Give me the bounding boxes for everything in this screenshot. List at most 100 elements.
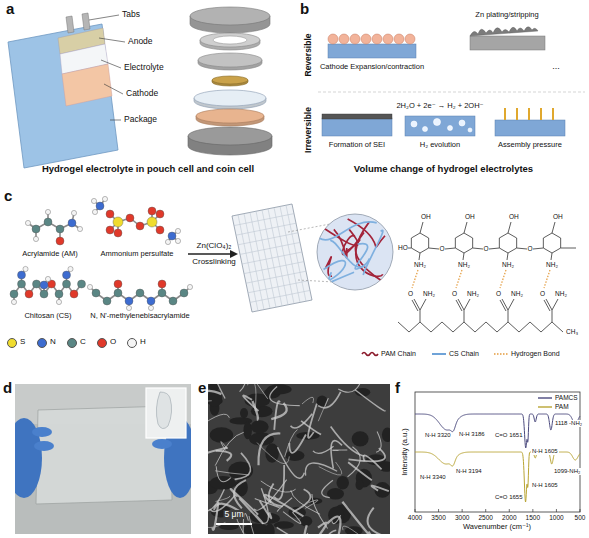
atom <box>136 222 144 230</box>
atom-group: CH₃ <box>566 328 578 335</box>
sem-strand <box>293 489 311 512</box>
bond <box>464 222 467 233</box>
sem-strand <box>372 486 389 492</box>
legend-label: PAMCS <box>555 394 578 401</box>
atom <box>169 297 177 305</box>
legend-label: N <box>50 338 56 347</box>
polymer-network <box>319 219 385 284</box>
bond <box>489 248 499 249</box>
pressure-pin <box>552 108 554 120</box>
legend-label: C <box>80 338 86 347</box>
atom-group: NH₂ <box>502 261 514 268</box>
sem-ground <box>208 384 390 534</box>
atom <box>56 237 64 245</box>
panel-letter: d <box>3 380 12 397</box>
sem-strand <box>348 447 361 477</box>
sem-strand <box>235 453 251 479</box>
sem-strand <box>271 403 286 419</box>
legend-swatch <box>37 338 47 348</box>
plot-frame <box>415 392 580 512</box>
mesh-line <box>286 205 306 301</box>
sem-strand <box>285 430 298 457</box>
legend-sample <box>362 353 378 356</box>
coin-anode-top <box>212 76 248 84</box>
atom <box>63 271 71 279</box>
bond <box>500 300 506 311</box>
axis-title: Intensity (a.u.) <box>401 428 409 476</box>
peak-label: N-H 3320 <box>424 432 452 439</box>
part-label: Electrolyte <box>124 63 164 72</box>
bisacrylamide-molecule <box>87 280 192 311</box>
sem-strand <box>274 465 284 499</box>
coin-electrolyte <box>194 90 266 109</box>
mesh-line <box>274 208 294 304</box>
pressure-pin <box>504 108 506 120</box>
arrow-head <box>230 250 238 258</box>
sem-strand <box>260 501 272 518</box>
reaction-equation: 2H₂O + 2e⁻ → H₂ + 2OH⁻ <box>396 102 483 110</box>
bond <box>412 300 418 311</box>
gas-bubble <box>411 121 417 127</box>
coin-can-top <box>188 127 272 145</box>
atom-group: O <box>527 245 532 252</box>
zoom-circle <box>317 214 393 290</box>
cathode-particle <box>383 34 393 44</box>
atom <box>168 232 176 240</box>
legend-swatch <box>97 338 107 348</box>
sem-strand <box>322 480 333 497</box>
sem-strand <box>308 404 317 438</box>
atom <box>102 196 107 201</box>
sem-strand <box>300 523 326 534</box>
coin-cap <box>190 7 270 33</box>
cathode-particle <box>328 34 338 44</box>
bond <box>551 253 552 260</box>
reagent-name: Chitosan (CS) <box>24 312 71 320</box>
zoom-line <box>298 280 334 282</box>
sugar-ring <box>499 233 516 253</box>
sem-strand <box>305 500 318 508</box>
legend-sample <box>538 406 552 407</box>
tick-label: 500 <box>575 514 586 521</box>
atom-group: NH₂ <box>467 290 479 297</box>
peak-label: 1118 -NH₂ <box>554 420 583 427</box>
hydrogel-piece <box>156 392 171 429</box>
atom <box>63 280 71 288</box>
atom <box>96 202 104 210</box>
atom-group: NH₂ <box>423 290 435 297</box>
axis-tick <box>438 509 439 512</box>
peak-label: C=O 1655 <box>494 494 524 501</box>
sem-strand <box>258 433 280 465</box>
atom <box>187 284 192 289</box>
legend-swatch <box>67 338 77 348</box>
atom-group: O <box>483 245 488 252</box>
hydrogen-bond <box>456 270 462 288</box>
axis-title: Wavenumber (cm⁻¹) <box>463 523 531 531</box>
atom <box>158 280 166 288</box>
process-label: Crosslinking <box>192 258 236 267</box>
panel-letter: c <box>4 188 12 205</box>
scale-bar <box>216 523 252 525</box>
sei-layer <box>322 114 392 119</box>
atom <box>68 266 73 271</box>
hydrogel-photo <box>15 384 191 534</box>
sem-strand <box>338 384 365 392</box>
atom <box>18 280 26 288</box>
panel-letter: f <box>395 380 400 397</box>
mesh-line <box>242 252 302 264</box>
atom <box>103 297 111 305</box>
glove-finger <box>32 427 52 437</box>
bond <box>408 248 411 249</box>
process-label: Assembly pressure <box>498 141 562 149</box>
atom-group: OH <box>509 213 519 220</box>
pressure-pin <box>540 108 542 120</box>
reagent-name: Acrylamide (AM) <box>22 250 77 258</box>
coin-can <box>188 127 272 155</box>
coin-spring-top <box>200 33 260 47</box>
polymer-chain <box>363 230 383 275</box>
bond <box>420 299 426 310</box>
atom <box>78 280 86 288</box>
part-label: Tabs <box>122 10 140 19</box>
leader-line <box>110 120 121 121</box>
